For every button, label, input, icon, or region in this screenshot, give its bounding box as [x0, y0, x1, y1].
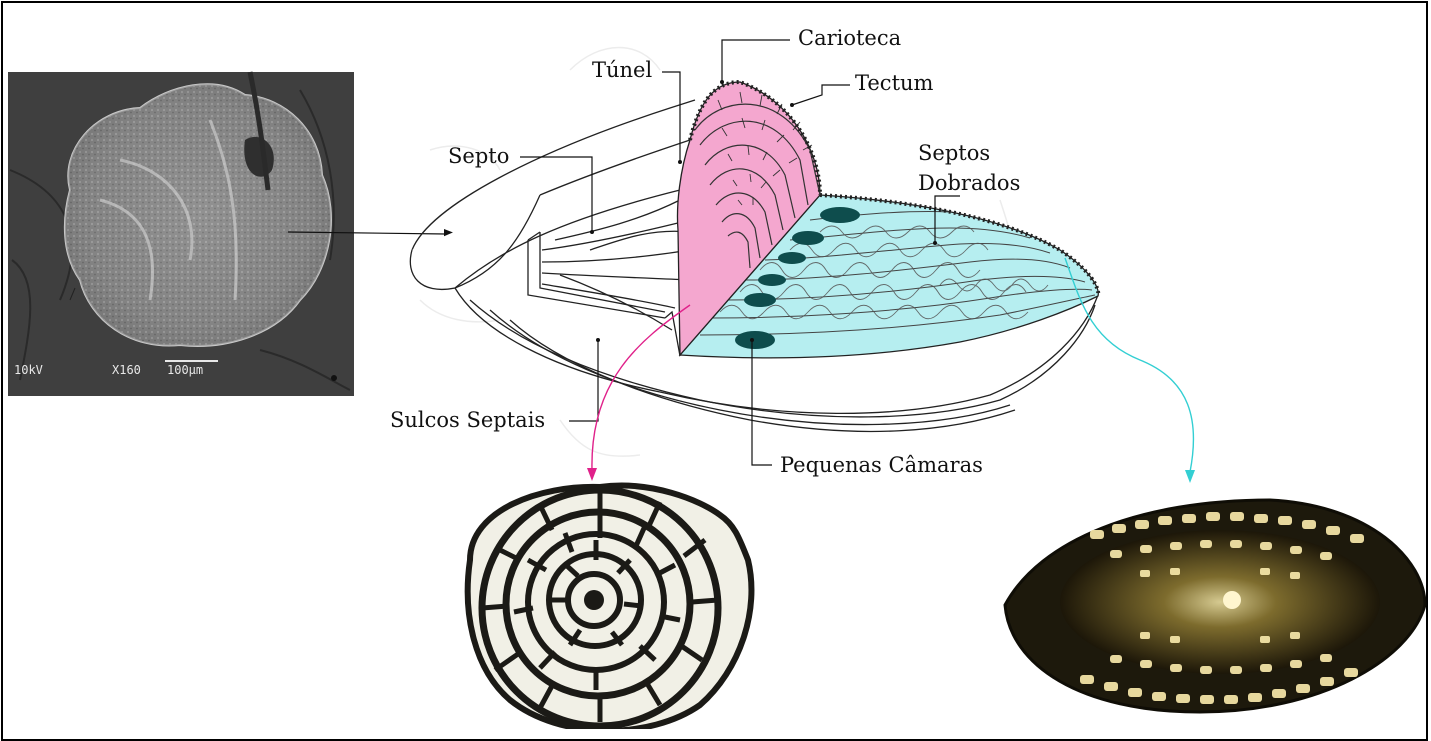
equatorial-thin-section-photo: [1005, 500, 1425, 712]
label-septo: Septo: [448, 146, 509, 167]
axial-arrowhead: [587, 468, 597, 481]
label-septos: Septos: [918, 143, 990, 164]
label-tunel: Túnel: [592, 60, 652, 81]
sem-scale-bar: 100µm: [167, 363, 203, 377]
sem-magnification: X160: [112, 363, 141, 377]
label-carioteca: Carioteca: [798, 28, 901, 49]
axial-thin-section-photo: [468, 486, 752, 729]
label-dobrados: Dobrados: [918, 173, 1020, 194]
label-pequenas-camaras: Pequenas Câmaras: [780, 455, 983, 476]
sem-voltage: 10kV: [14, 363, 43, 377]
equatorial-arrowhead: [1185, 470, 1195, 483]
sem-micrograph: 10kV X160 100µm: [8, 72, 354, 396]
label-sulcos-septais: Sulcos Septais: [390, 410, 545, 431]
label-tectum: Tectum: [855, 73, 933, 94]
